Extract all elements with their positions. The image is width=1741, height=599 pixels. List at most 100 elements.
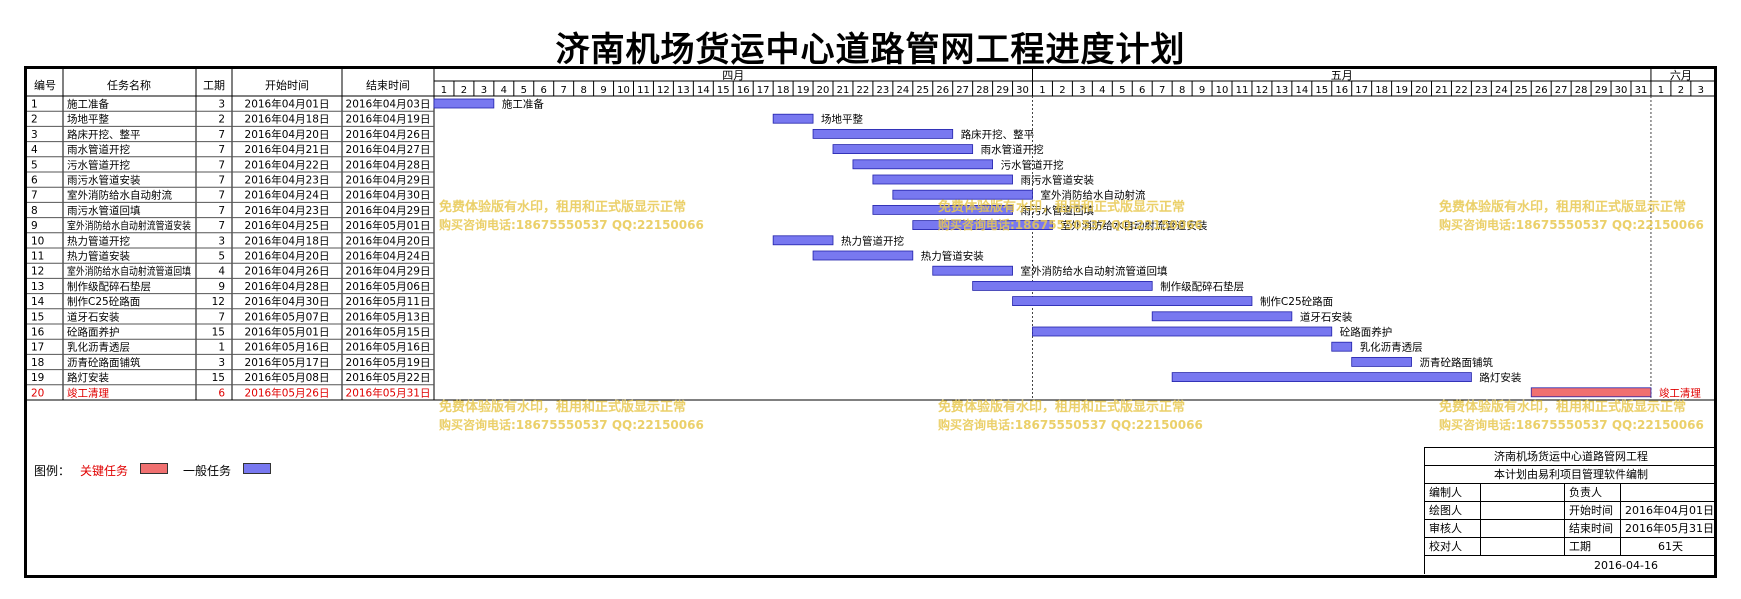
task-bar-label: 雨污水管道回填 — [1021, 204, 1095, 217]
watermark: 免费体验版有水印，租用和正式版显示正常 — [938, 399, 1185, 415]
day-label: 17 — [757, 85, 770, 96]
task-start: 2016年04月25日 — [245, 219, 330, 232]
day-label: 26 — [936, 85, 949, 96]
task-name: 室外消防给水自动射流 — [67, 189, 172, 202]
day-label: 19 — [797, 85, 810, 96]
task-name: 道牙石安装 — [67, 310, 120, 323]
day-label: 4 — [501, 85, 507, 96]
task-name: 竣工清理 — [67, 386, 109, 399]
day-label: 3 — [481, 85, 487, 96]
task-bar-label: 场地平整 — [821, 113, 863, 126]
title-block-cell: 审核人 — [1425, 520, 1481, 537]
day-label: 26 — [1535, 85, 1548, 96]
task-start: 2016年04月21日 — [245, 143, 330, 156]
title-block-cell — [1481, 502, 1565, 519]
day-label: 12 — [1256, 85, 1269, 96]
title-block: 济南机场货运中心道路管网工程 本计划由易利项目管理软件编制 编制人 负责人 绘图… — [1424, 447, 1717, 574]
task-bar-label: 施工准备 — [502, 98, 544, 111]
title-block-cell — [1481, 520, 1565, 537]
task-id: 6 — [31, 175, 38, 187]
task-duration: 4 — [218, 266, 225, 278]
task-bar-label: 室外消防给水自动射流管道安装 — [1060, 219, 1207, 232]
title-block-software: 本计划由易利项目管理软件编制 — [1425, 466, 1717, 484]
task-bar — [1331, 341, 1353, 352]
task-bar — [872, 174, 1013, 185]
task-name: 热力管道开挖 — [67, 234, 130, 247]
task-start: 2016年05月08日 — [245, 371, 330, 384]
watermark: 购买咨询电话:18675550537 QQ:22150066 — [439, 417, 704, 432]
task-start: 2016年04月26日 — [245, 265, 330, 278]
day-label: 15 — [717, 85, 730, 96]
task-duration: 3 — [218, 357, 225, 369]
day-label: 22 — [857, 85, 870, 96]
day-label: 7 — [1159, 85, 1165, 96]
day-label: 17 — [1355, 85, 1368, 96]
day-label: 28 — [976, 85, 989, 96]
task-start: 2016年04月28日 — [245, 280, 330, 293]
task-end: 2016年04月19日 — [346, 113, 431, 126]
header-id: 编号 — [34, 78, 56, 92]
task-duration: 7 — [218, 159, 225, 171]
watermark: 免费体验版有水印，租用和正式版显示正常 — [439, 399, 686, 415]
day-label: 9 — [600, 85, 606, 96]
task-start: 2016年04月30日 — [245, 295, 330, 308]
task-id: 3 — [31, 129, 38, 141]
task-bar — [772, 113, 814, 124]
legend-normal-swatch — [243, 463, 271, 474]
task-name: 污水管道开挖 — [67, 158, 130, 171]
task-name: 热力管道安装 — [67, 250, 130, 263]
task-id: 17 — [31, 342, 44, 354]
day-label: 11 — [1236, 85, 1249, 96]
task-id: 4 — [31, 144, 38, 156]
watermark: 免费体验版有水印，租用和正式版显示正常 — [1439, 399, 1686, 415]
task-name: 乳化沥青透层 — [67, 341, 130, 354]
task-bar — [812, 128, 954, 139]
task-start: 2016年04月18日 — [245, 234, 330, 247]
task-bar-label: 制作级配碎石垫层 — [1160, 280, 1244, 293]
day-label: 6 — [541, 85, 547, 96]
task-bar-label: 路灯安装 — [1479, 371, 1521, 384]
task-bar-label: 制作C25砼路面 — [1260, 295, 1333, 308]
task-name: 室外消防给水自动射流管道安装 — [67, 219, 191, 232]
task-duration: 5 — [218, 251, 225, 263]
watermark: 免费体验版有水印，租用和正式版显示正常 — [1439, 199, 1686, 215]
task-bar-label: 道牙石安装 — [1300, 310, 1353, 323]
task-start: 2016年04月20日 — [245, 128, 330, 141]
day-label: 30 — [1016, 85, 1029, 96]
task-id: 9 — [31, 220, 38, 232]
watermark: 购买咨询电话:18675550537 QQ:22150066 — [1439, 217, 1704, 232]
task-id: 2 — [31, 114, 38, 126]
watermark: 购买咨询电话:18675550537 QQ:22150066 — [1439, 417, 1704, 432]
day-label: 2 — [461, 85, 467, 96]
task-name: 雨污水管道回填 — [67, 204, 141, 217]
title-block-cell: 2016年04月01日 — [1621, 502, 1717, 519]
task-id: 7 — [31, 190, 38, 202]
task-bar — [812, 250, 914, 261]
task-id: 16 — [31, 327, 45, 339]
day-label: 18 — [777, 85, 790, 96]
task-id: 19 — [31, 372, 44, 384]
task-bar-label: 室外消防给水自动射流管道回填 — [1021, 265, 1168, 278]
task-duration: 12 — [212, 296, 225, 308]
task-id: 5 — [31, 159, 38, 171]
title-block-cell: 61天 — [1621, 538, 1717, 555]
title-block-cell: 编制人 — [1425, 484, 1481, 501]
task-bar-label: 污水管道开挖 — [1001, 158, 1064, 171]
task-end: 2016年05月13日 — [346, 310, 431, 323]
task-start: 2016年04月22日 — [245, 158, 330, 171]
task-end: 2016年04月29日 — [346, 174, 431, 187]
task-id: 1 — [31, 99, 38, 111]
task-start: 2016年04月20日 — [245, 250, 330, 263]
task-duration: 15 — [212, 327, 225, 339]
day-label: 23 — [1475, 85, 1488, 96]
task-duration: 7 — [218, 205, 225, 217]
task-id: 20 — [31, 387, 44, 399]
day-label: 5 — [1119, 85, 1125, 96]
day-label: 23 — [877, 85, 890, 96]
task-name: 室外消防给水自动射流管道回填 — [67, 265, 191, 278]
day-label: 19 — [1395, 85, 1408, 96]
task-name: 雨污水管道安装 — [67, 174, 141, 187]
title-block-cell: 开始时间 — [1565, 502, 1621, 519]
legend-normal-label: 一般任务 — [183, 464, 232, 478]
task-duration: 6 — [218, 387, 225, 399]
